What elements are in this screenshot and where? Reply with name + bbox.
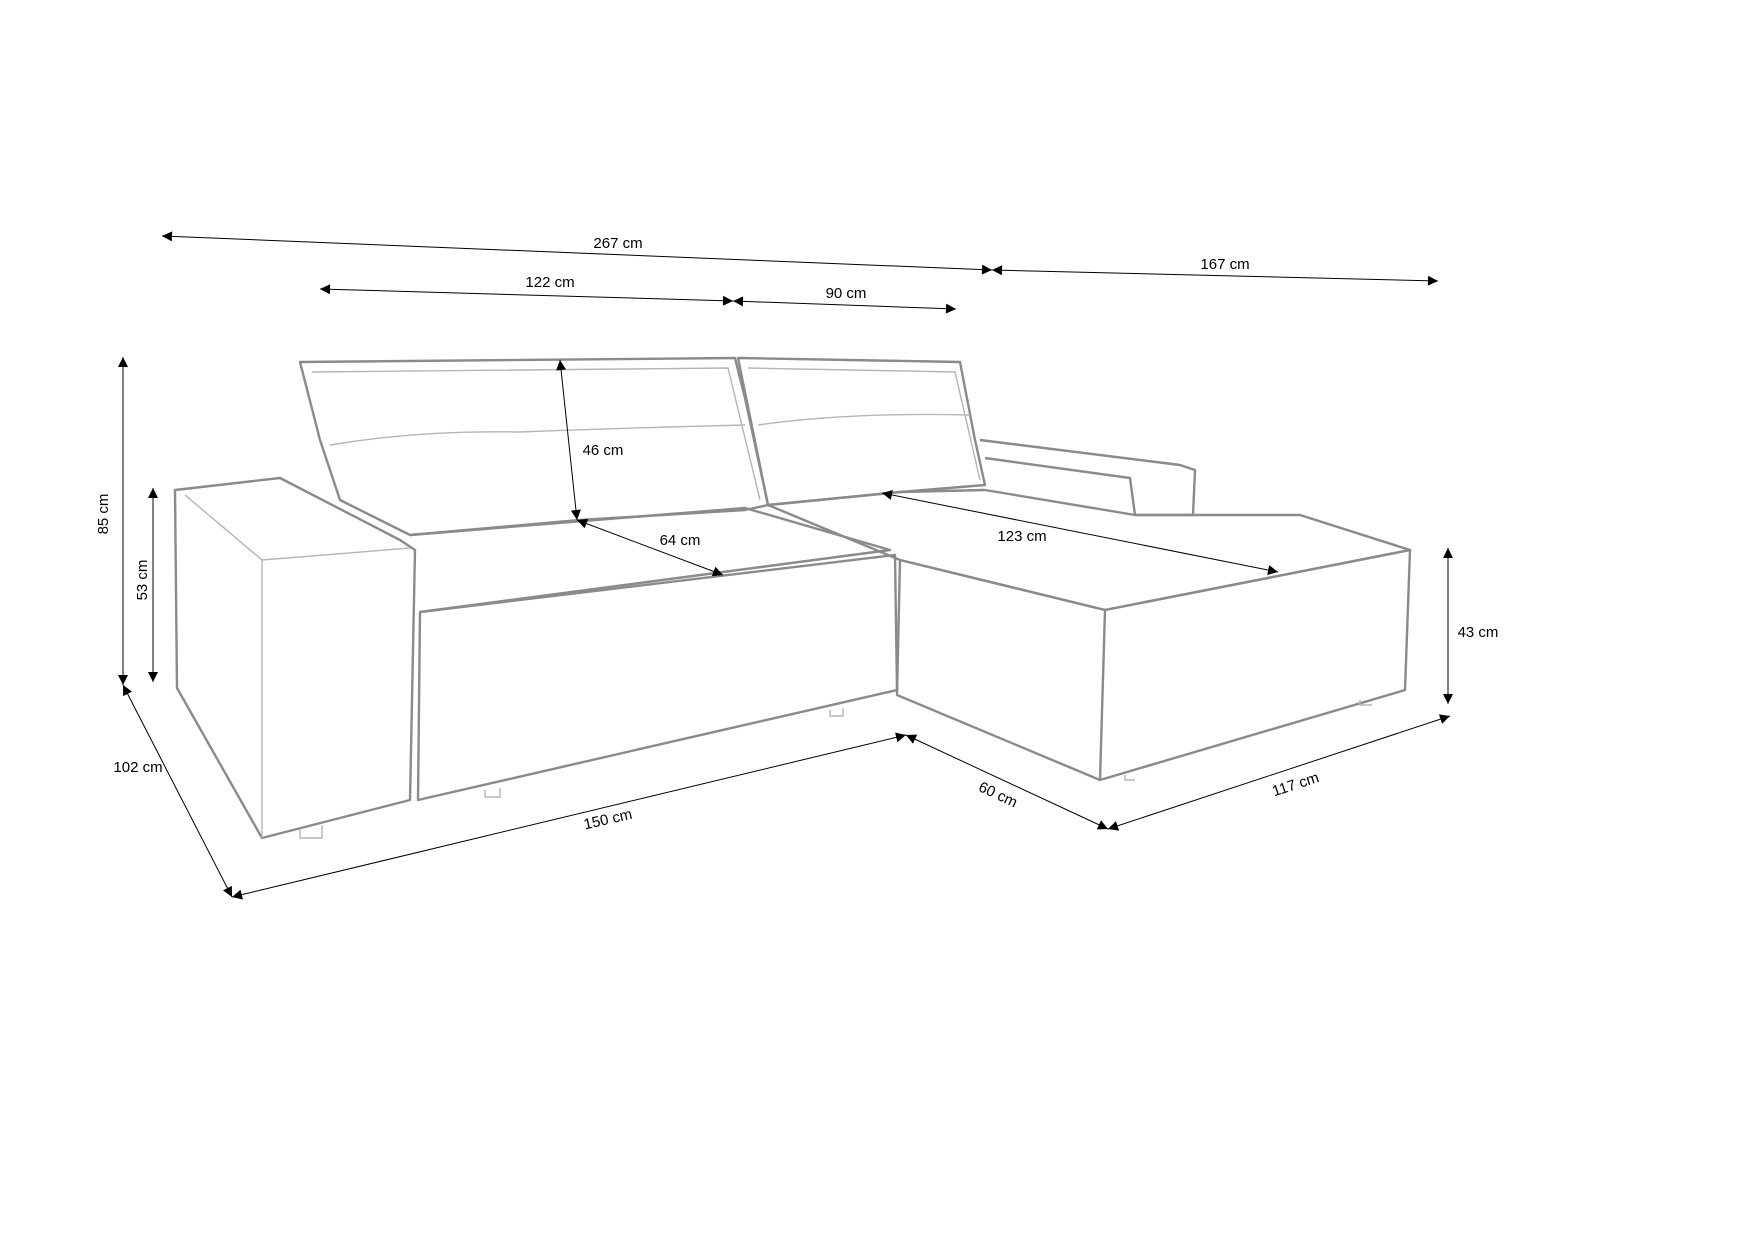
seat-front-left	[416, 553, 899, 802]
chaise-seat	[766, 488, 1412, 612]
armrest-left	[173, 476, 417, 840]
label-seat-depth: 64 cm	[660, 532, 701, 549]
label-seat-left: 122 cm	[525, 274, 574, 291]
label-front-length: 150 cm	[582, 806, 634, 834]
label-chaise-height: 43 cm	[1458, 624, 1499, 641]
armrest-right	[979, 438, 1197, 517]
label-chaise-length: 117 cm	[1270, 769, 1321, 800]
dimension-lines	[118, 231, 1453, 900]
chaise-side	[1099, 548, 1412, 782]
sofa-outline	[173, 356, 1412, 840]
label-chaise-seat-depth: 123 cm	[997, 528, 1046, 545]
label-total-height: 85 cm	[95, 494, 112, 535]
label-depth: 102 cm	[113, 759, 162, 776]
label-chaise-width: 167 cm	[1200, 256, 1249, 273]
label-backrest-height: 46 cm	[583, 442, 624, 459]
label-total-width: 267 cm	[593, 235, 642, 252]
label-armrest-height: 53 cm	[134, 560, 151, 601]
chaise-front	[895, 558, 1107, 782]
label-chaise-front: 60 cm	[976, 779, 1020, 812]
back-cushion-left	[298, 356, 770, 537]
back-cushion-right	[736, 356, 987, 507]
dimension-labels: 267 cm 167 cm 122 cm 90 cm 85 cm 53 cm 4…	[95, 235, 1498, 833]
seat-left	[409, 506, 892, 614]
label-seat-right: 90 cm	[826, 285, 867, 302]
